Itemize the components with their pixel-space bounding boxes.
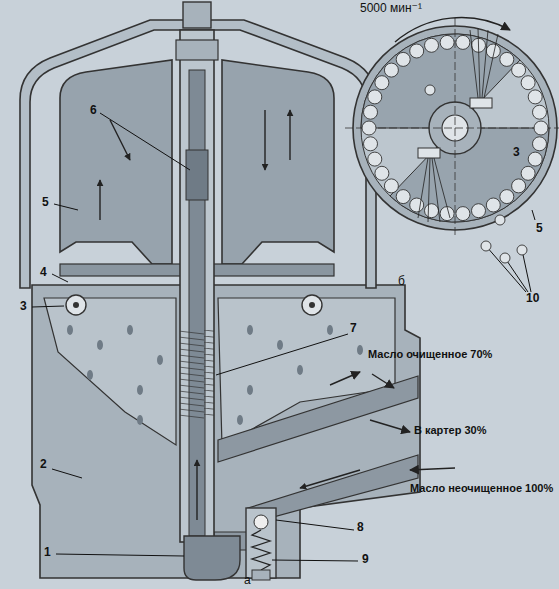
rotor-axle xyxy=(180,30,214,542)
oil-drop xyxy=(297,365,303,375)
deposit-particle xyxy=(512,179,526,193)
deposit-particle xyxy=(521,76,535,90)
callout-number: 2 xyxy=(40,458,47,471)
valve-plug xyxy=(252,570,270,580)
deposit-particle xyxy=(375,76,389,90)
oil-drop xyxy=(237,415,243,425)
valve-spring xyxy=(252,530,270,570)
callout-number: 3 xyxy=(513,146,520,159)
oil-drop xyxy=(137,415,143,425)
deposit-particle xyxy=(425,204,439,218)
deposit-particle xyxy=(481,241,491,251)
valve-body xyxy=(246,508,276,578)
deposit-particle xyxy=(425,85,435,95)
deposit-particle xyxy=(500,52,514,66)
deposit-particle xyxy=(456,35,470,49)
callout-number: а xyxy=(244,574,251,587)
sump-cavity xyxy=(44,298,176,445)
callout-number: 4 xyxy=(40,266,47,279)
axle-ports xyxy=(186,150,208,200)
deposit-particle xyxy=(410,198,424,212)
nut xyxy=(176,40,218,60)
deposit-particle xyxy=(396,190,410,204)
deposit-particle xyxy=(486,198,500,212)
deposit-particle xyxy=(440,35,454,49)
deposit-particle xyxy=(512,63,526,77)
deposit-particle xyxy=(425,38,439,52)
oil-drop xyxy=(247,325,253,335)
nozzle xyxy=(66,295,86,315)
deposit-particle xyxy=(396,52,410,66)
deposit-particle xyxy=(375,166,389,180)
deposit-particle xyxy=(528,90,542,104)
oil-drop xyxy=(247,385,253,395)
filter-body xyxy=(32,285,420,578)
callout-number: б xyxy=(398,275,405,288)
deposit-particle xyxy=(364,105,378,119)
callout-number: 8 xyxy=(357,521,364,534)
deposit-particle xyxy=(384,179,398,193)
nozzle xyxy=(302,295,322,315)
deposit-particle xyxy=(410,44,424,58)
chamber xyxy=(184,536,240,580)
callout-number: 9 xyxy=(362,553,369,566)
oil-drop xyxy=(87,370,93,380)
deposit-particle xyxy=(528,152,542,166)
callout-number: 5 xyxy=(42,196,49,209)
axle-bore xyxy=(189,70,205,536)
deposit-particle xyxy=(384,63,398,77)
valve-ball xyxy=(254,515,268,529)
deposit-particle xyxy=(534,121,548,135)
deposit-particle xyxy=(456,207,470,221)
deposit-particle xyxy=(364,137,378,151)
callout-number: 1 xyxy=(44,546,51,559)
deposit-particle xyxy=(533,137,547,151)
oil-drop xyxy=(357,345,363,355)
oil-drop xyxy=(67,325,73,335)
flow-label: Масло очищенное 70% xyxy=(368,348,492,360)
deposit-particle xyxy=(440,207,454,221)
oil-drop xyxy=(277,340,283,350)
thread xyxy=(180,330,214,420)
flow-label: Масло неочищенное 100% xyxy=(410,482,553,494)
nozzle-hole xyxy=(309,302,315,308)
cap-nut xyxy=(183,2,211,28)
oil-drop xyxy=(157,355,163,365)
oil-drop xyxy=(127,325,133,335)
oil-drop xyxy=(137,385,143,395)
deposit-particle xyxy=(495,215,505,225)
rotor xyxy=(222,60,334,264)
deposit-particle xyxy=(362,121,376,135)
deposit-particle xyxy=(368,90,382,104)
callout-number: 6 xyxy=(90,104,97,117)
rotor-section xyxy=(345,18,559,263)
oil-drops xyxy=(67,325,363,425)
callout-number: 10 xyxy=(526,292,539,305)
deposit-particle xyxy=(521,166,535,180)
flow-label: В картер 30% xyxy=(414,424,487,436)
callout-number: 5 xyxy=(536,222,543,235)
callout-number: 5000 мин⁻¹ xyxy=(360,2,422,15)
clean-oil-channel xyxy=(218,376,418,462)
oil-drop xyxy=(97,340,103,350)
callout-number: 3 xyxy=(20,300,27,313)
deposit-particle xyxy=(533,105,547,119)
nozzle-hole xyxy=(73,302,79,308)
rotor xyxy=(60,60,172,264)
deposit-particle xyxy=(368,152,382,166)
oil-drop xyxy=(327,325,333,335)
callout-number: 7 xyxy=(350,322,357,335)
deposit-particle xyxy=(517,245,527,255)
deposit-particle xyxy=(500,253,510,263)
deposit-particle xyxy=(472,204,486,218)
deposit-particle xyxy=(500,190,514,204)
